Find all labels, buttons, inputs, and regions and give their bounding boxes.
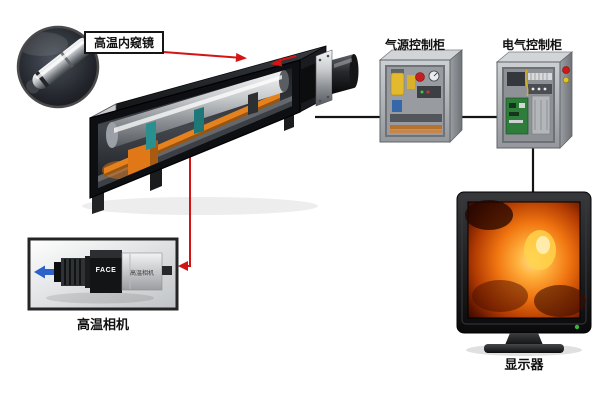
cabinet-side bbox=[449, 49, 463, 143]
lens-assembly bbox=[300, 49, 359, 107]
connector-label-machine bbox=[149, 50, 247, 62]
yellow-button bbox=[562, 76, 570, 84]
camera-connector bbox=[162, 266, 172, 275]
air-control-cabinet bbox=[378, 49, 464, 143]
lens-barrel bbox=[332, 54, 354, 94]
electric-control-cabinet bbox=[495, 51, 574, 149]
orange-carriage bbox=[128, 143, 150, 175]
electric-cabinet-components bbox=[505, 69, 552, 135]
endoscope-label-box: 高温内窥镜 bbox=[84, 31, 165, 54]
machine-unit bbox=[89, 45, 359, 214]
red-button bbox=[562, 66, 570, 74]
camera-lens-ring bbox=[54, 262, 61, 282]
camera-body-text: 高温相机 bbox=[129, 271, 154, 277]
yellow-regulator bbox=[390, 72, 405, 96]
monitor-display bbox=[456, 191, 592, 356]
camera-brand-text: FACE bbox=[95, 267, 117, 274]
camera-rear-housing bbox=[121, 252, 163, 291]
blue-valve bbox=[392, 100, 402, 112]
camera-caption: 高温相机 bbox=[76, 317, 129, 332]
electric-cabinet-label: 电气控制柜 bbox=[501, 38, 562, 52]
blue-arrow-lens bbox=[34, 265, 54, 279]
power-led bbox=[574, 324, 580, 330]
teal-ring bbox=[146, 121, 156, 150]
monitor-base bbox=[484, 344, 564, 353]
red-arrow-rear bbox=[270, 55, 297, 67]
air-cabinet-label: 气源控制柜 bbox=[384, 38, 445, 52]
terminal-strip bbox=[528, 73, 552, 80]
high-temp-camera bbox=[54, 250, 172, 293]
air-cabinet-components bbox=[390, 69, 442, 133]
teal-ring bbox=[194, 107, 204, 134]
copper-pipe bbox=[390, 125, 442, 129]
machine-shadow bbox=[82, 197, 318, 215]
endoscope-inset bbox=[16, 25, 100, 109]
cabinet-top bbox=[495, 51, 574, 63]
red-knob bbox=[415, 72, 425, 82]
probe-barrel bbox=[32, 37, 94, 89]
monitor-label: 显示器 bbox=[504, 357, 544, 372]
endoscope-label: 高温内窥镜 bbox=[94, 36, 155, 50]
camera-inset bbox=[27, 237, 179, 311]
arrow-to-camera-inset bbox=[178, 261, 188, 271]
monitor-stand bbox=[505, 333, 543, 345]
flange-plate bbox=[315, 49, 333, 107]
